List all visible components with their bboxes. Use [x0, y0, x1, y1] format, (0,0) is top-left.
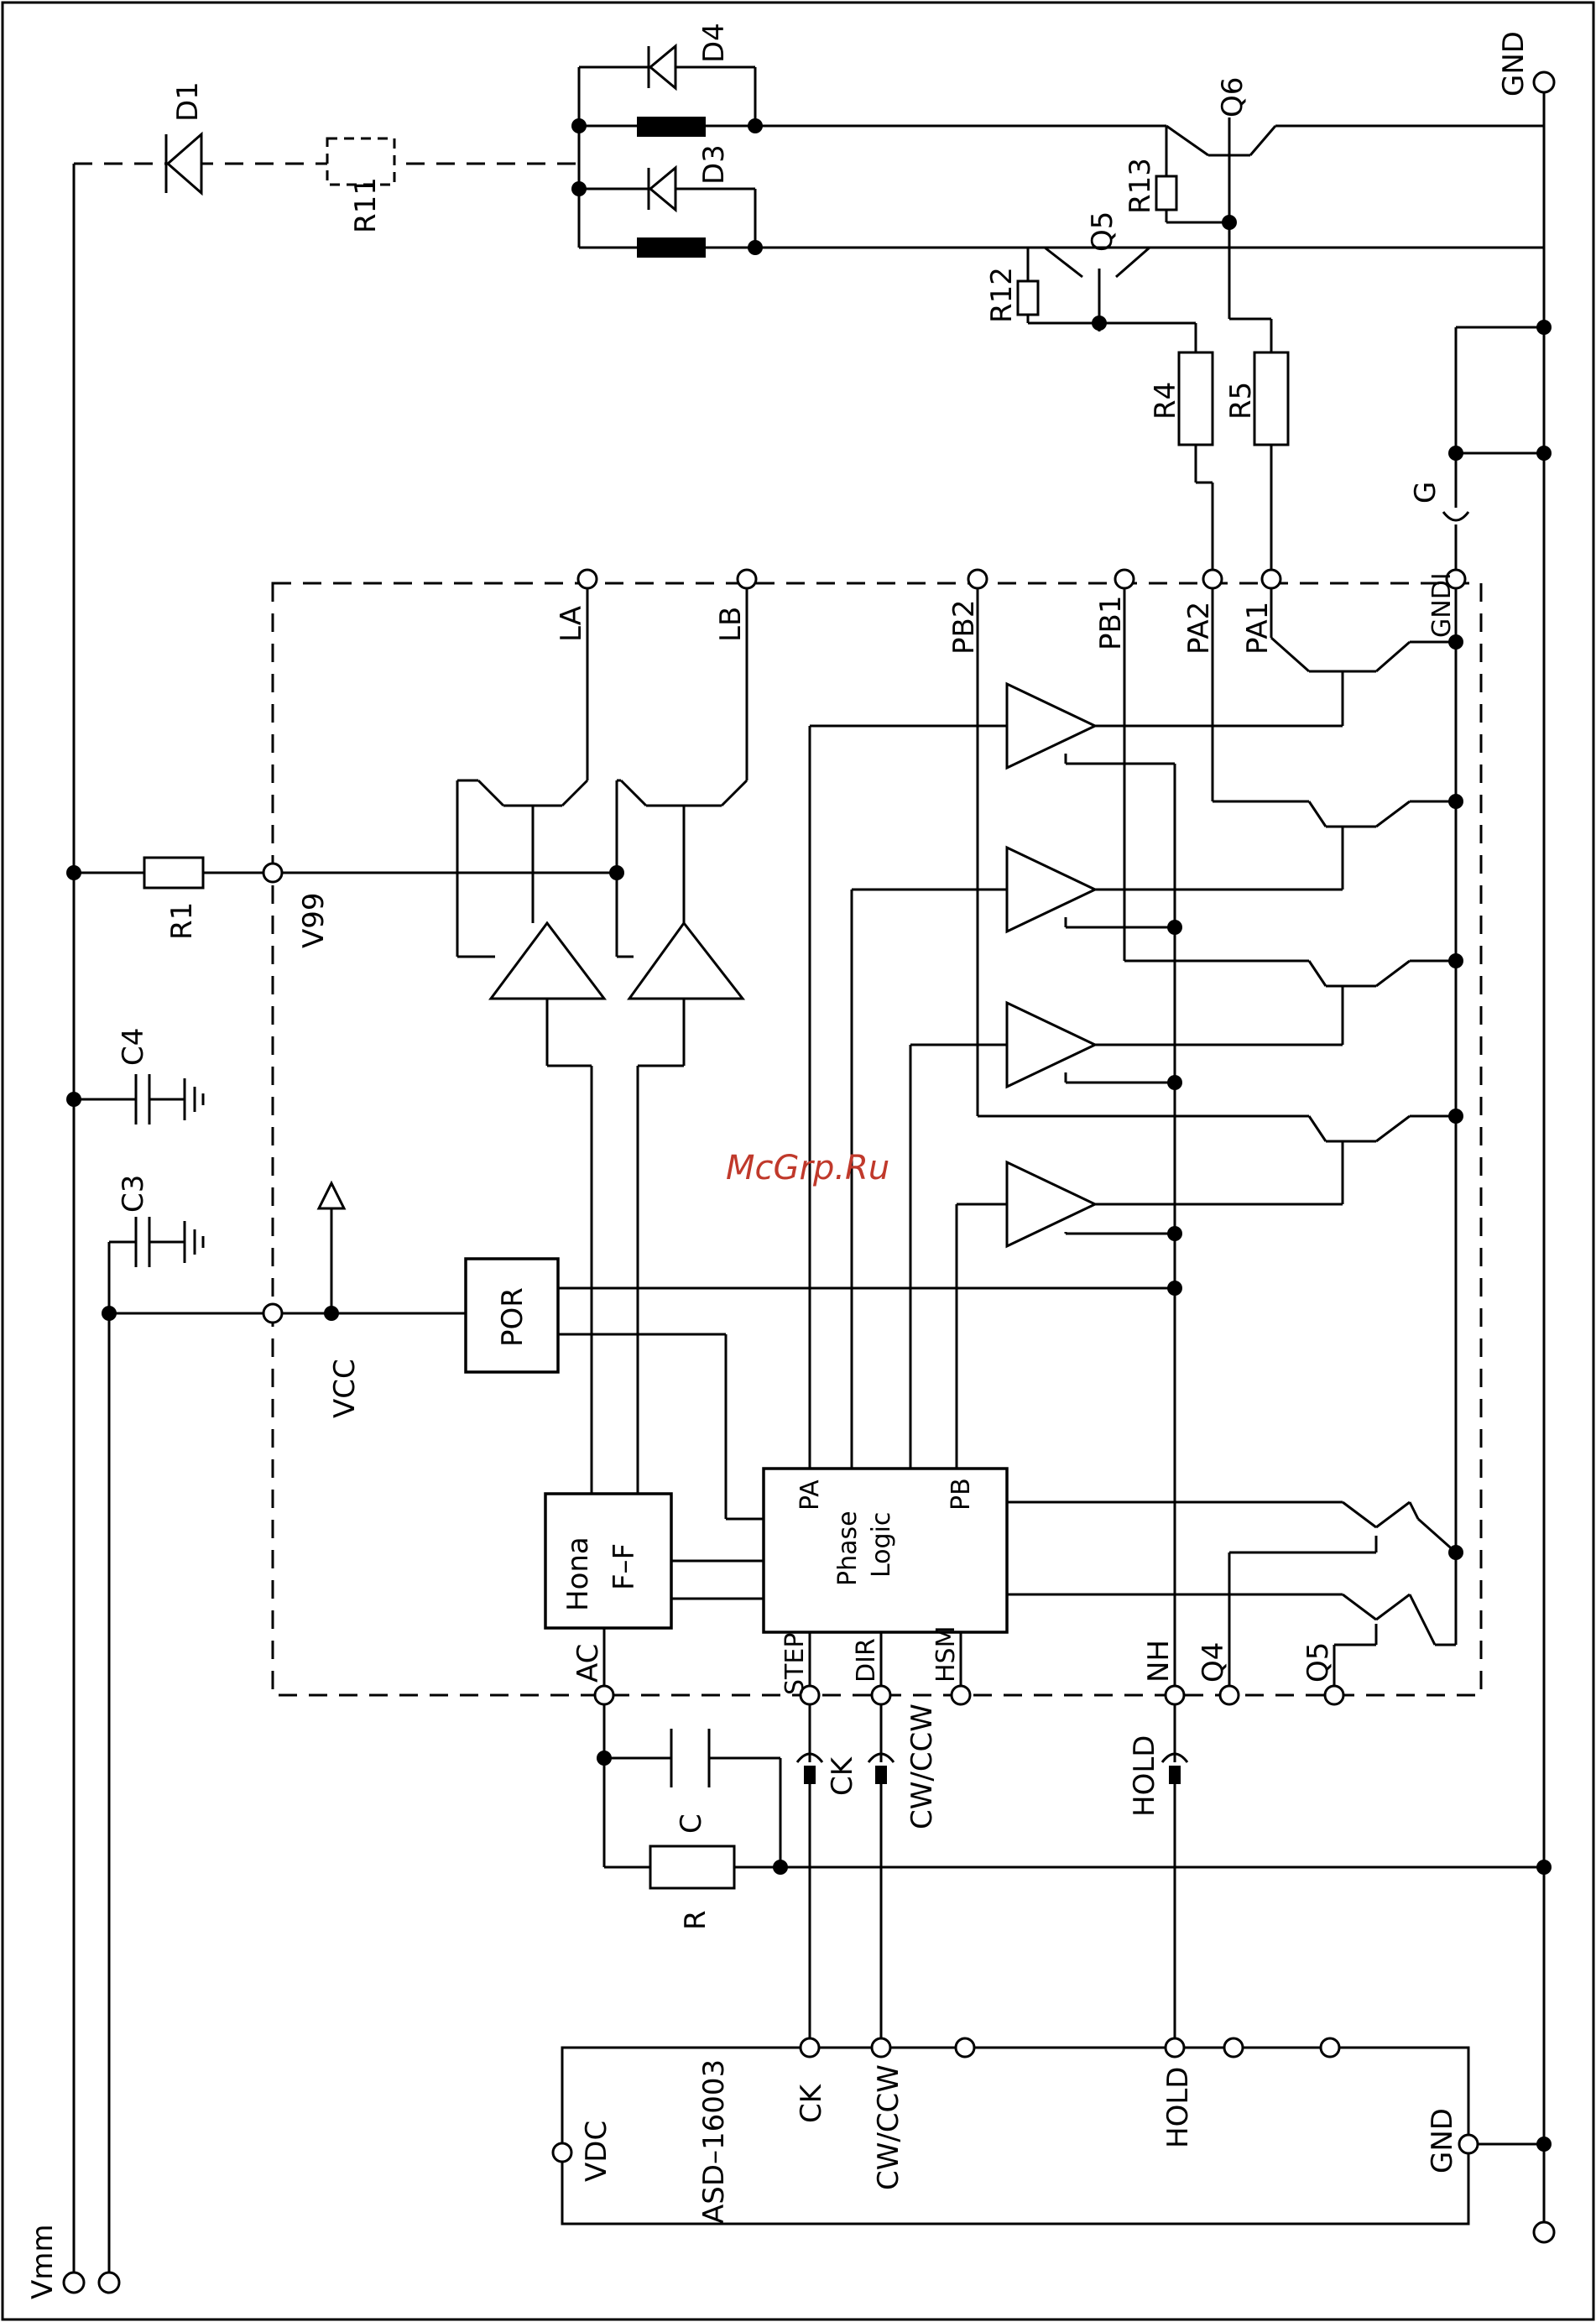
label-c3: C3: [117, 1175, 150, 1213]
label-hsm: HSM: [931, 1626, 961, 1683]
label-q6: Q6: [1216, 77, 1249, 117]
label-la: LA: [555, 606, 588, 642]
label-pb1: PB1: [1094, 596, 1128, 650]
label-d4: D4: [697, 23, 731, 63]
label-gnd-top: GND: [1497, 31, 1531, 97]
label-v99: V99: [297, 892, 331, 948]
label-q5-bottom: Q5: [1301, 1642, 1335, 1683]
label-hold-mid: HOLD: [1128, 1735, 1161, 1817]
label-r11: R11: [349, 177, 383, 233]
label-pb2: PB2: [947, 600, 981, 655]
label-phase: Phase: [833, 1511, 863, 1586]
label-c4: C4: [117, 1028, 150, 1066]
label-r13: R13: [1124, 158, 1157, 214]
label-q4: Q4: [1197, 1642, 1230, 1683]
label-r: R: [679, 1910, 712, 1930]
label-pa2: PA2: [1182, 602, 1216, 655]
label-dir: DIR: [852, 1638, 881, 1683]
label-gndi: GNDI: [1427, 572, 1457, 638]
label-d1: D1: [171, 81, 205, 122]
label-nh: NH: [1142, 1640, 1176, 1683]
label-c: C: [675, 1813, 708, 1834]
label-hold-low: HOLD: [1161, 2067, 1195, 2148]
label-r12: R12: [985, 267, 1019, 323]
label-por: POR: [496, 1287, 529, 1347]
label-vmm: Vmm: [26, 2225, 60, 2300]
label-q5-top: Q5: [1086, 211, 1119, 252]
label-step: STEP: [780, 1633, 810, 1695]
label-ck-low: CK: [795, 2083, 828, 2123]
label-lb: LB: [714, 607, 748, 642]
label-pb: PB: [947, 1478, 976, 1511]
label-ff: F–F: [608, 1543, 641, 1590]
label-pa: PA: [795, 1479, 825, 1511]
label-d3: D3: [697, 144, 731, 185]
label-g: G: [1409, 482, 1442, 504]
label-cwccw-low: CW/CCW: [872, 2064, 905, 2190]
label-logic: Logic: [867, 1512, 896, 1578]
label-cwccw-mid: CW/CCW: [905, 1704, 939, 1829]
label-ck-mid: CK: [826, 1756, 859, 1796]
label-pa1: PA1: [1241, 602, 1275, 655]
label-vdc: VDC: [580, 2121, 613, 2182]
label-r1: R1: [165, 902, 199, 940]
label-asd: ASD–16003: [697, 2059, 731, 2224]
label-hona: Hona: [561, 1537, 595, 1611]
watermark: McGrp.Ru: [726, 1149, 889, 1187]
label-r5: R5: [1224, 382, 1258, 420]
label-r4: R4: [1149, 382, 1182, 420]
label-vcc: VCC: [328, 1359, 362, 1418]
label-ac: AC: [571, 1644, 605, 1683]
label-gnd-low: GND: [1426, 2108, 1459, 2173]
